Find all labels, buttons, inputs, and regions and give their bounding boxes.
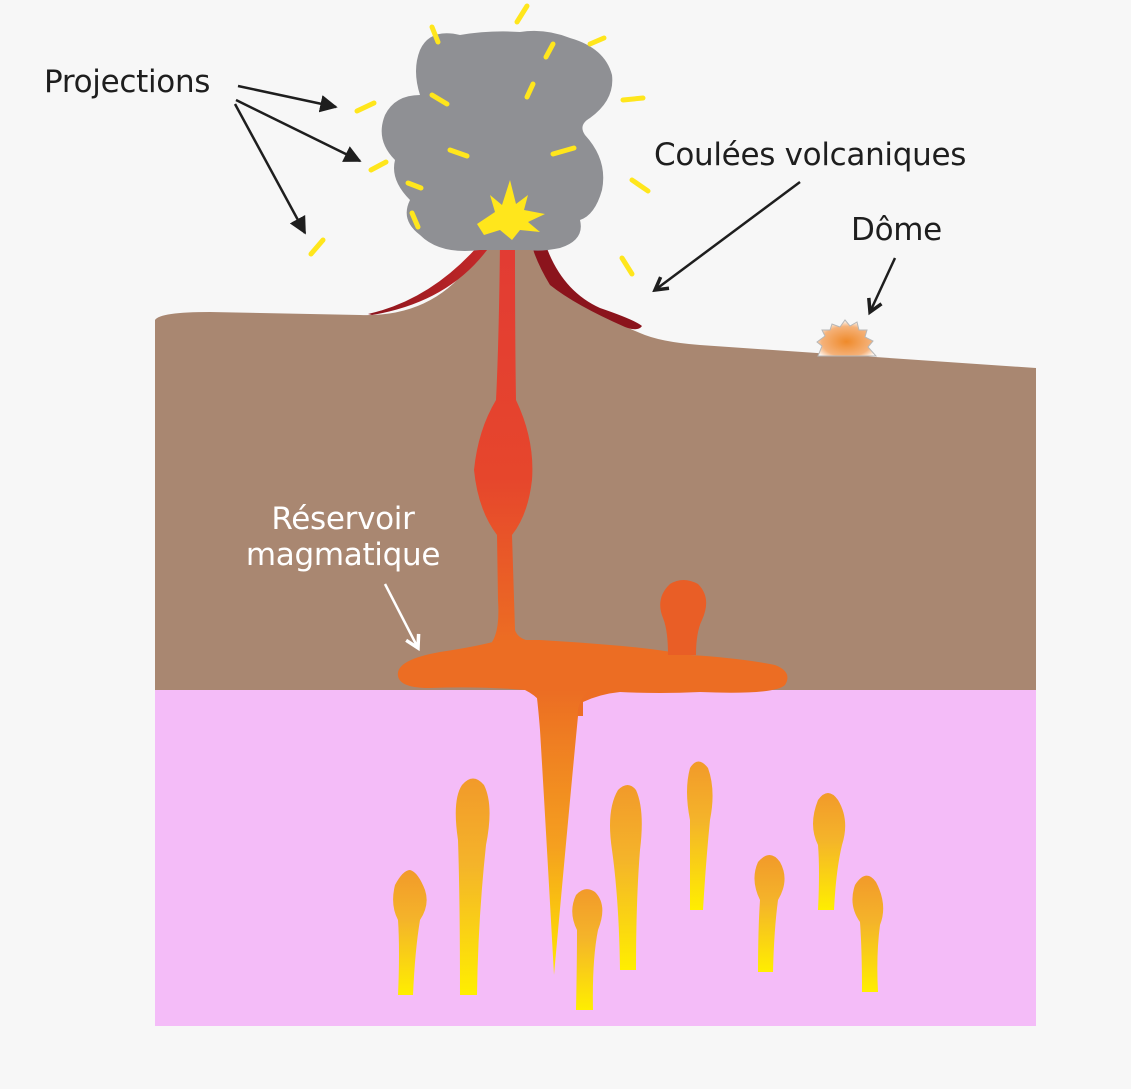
magma-blob-5 — [687, 761, 713, 910]
arrow-coulees — [655, 180, 801, 290]
arrow-projections-1 — [237, 84, 338, 113]
label-arrows — [233, 84, 897, 648]
magma-blob-2 — [455, 778, 490, 995]
ash-cloud — [381, 30, 613, 251]
magma-blob-8 — [852, 875, 884, 992]
magma-feeder — [536, 690, 588, 975]
magma-blob-7 — [813, 793, 846, 910]
crust-layer — [155, 250, 1036, 690]
magma-blob-4 — [610, 785, 642, 970]
arrow-projections-2 — [235, 98, 362, 163]
label-reservoir-magmatique: Réservoir magmatique — [228, 501, 458, 573]
volcanic-projections — [308, 3, 651, 277]
rising-magma-blobs — [393, 761, 884, 1010]
lava-flow-left — [368, 246, 490, 315]
label-dome: Dôme — [851, 212, 942, 248]
label-coulees-volcaniques: Coulées volcaniques — [654, 137, 967, 173]
mantle-layer — [155, 688, 1036, 1026]
label-reservoir-line2: magmatique — [245, 537, 441, 573]
magma-reservoir — [397, 640, 788, 716]
arrow-dome — [870, 257, 897, 312]
volcanic-conduit — [474, 232, 540, 642]
eruption-flash — [477, 180, 545, 240]
arrow-reservoir — [383, 583, 418, 648]
label-reservoir-line1: Réservoir — [271, 501, 415, 537]
magma-diapir — [660, 580, 707, 655]
arrow-projections-3 — [233, 103, 307, 235]
label-projections: Projections — [44, 64, 211, 100]
magma-blob-3 — [572, 889, 603, 1010]
magma-blob-6 — [754, 855, 785, 972]
lava-dome — [816, 319, 878, 357]
magma-blob-1 — [393, 870, 427, 995]
